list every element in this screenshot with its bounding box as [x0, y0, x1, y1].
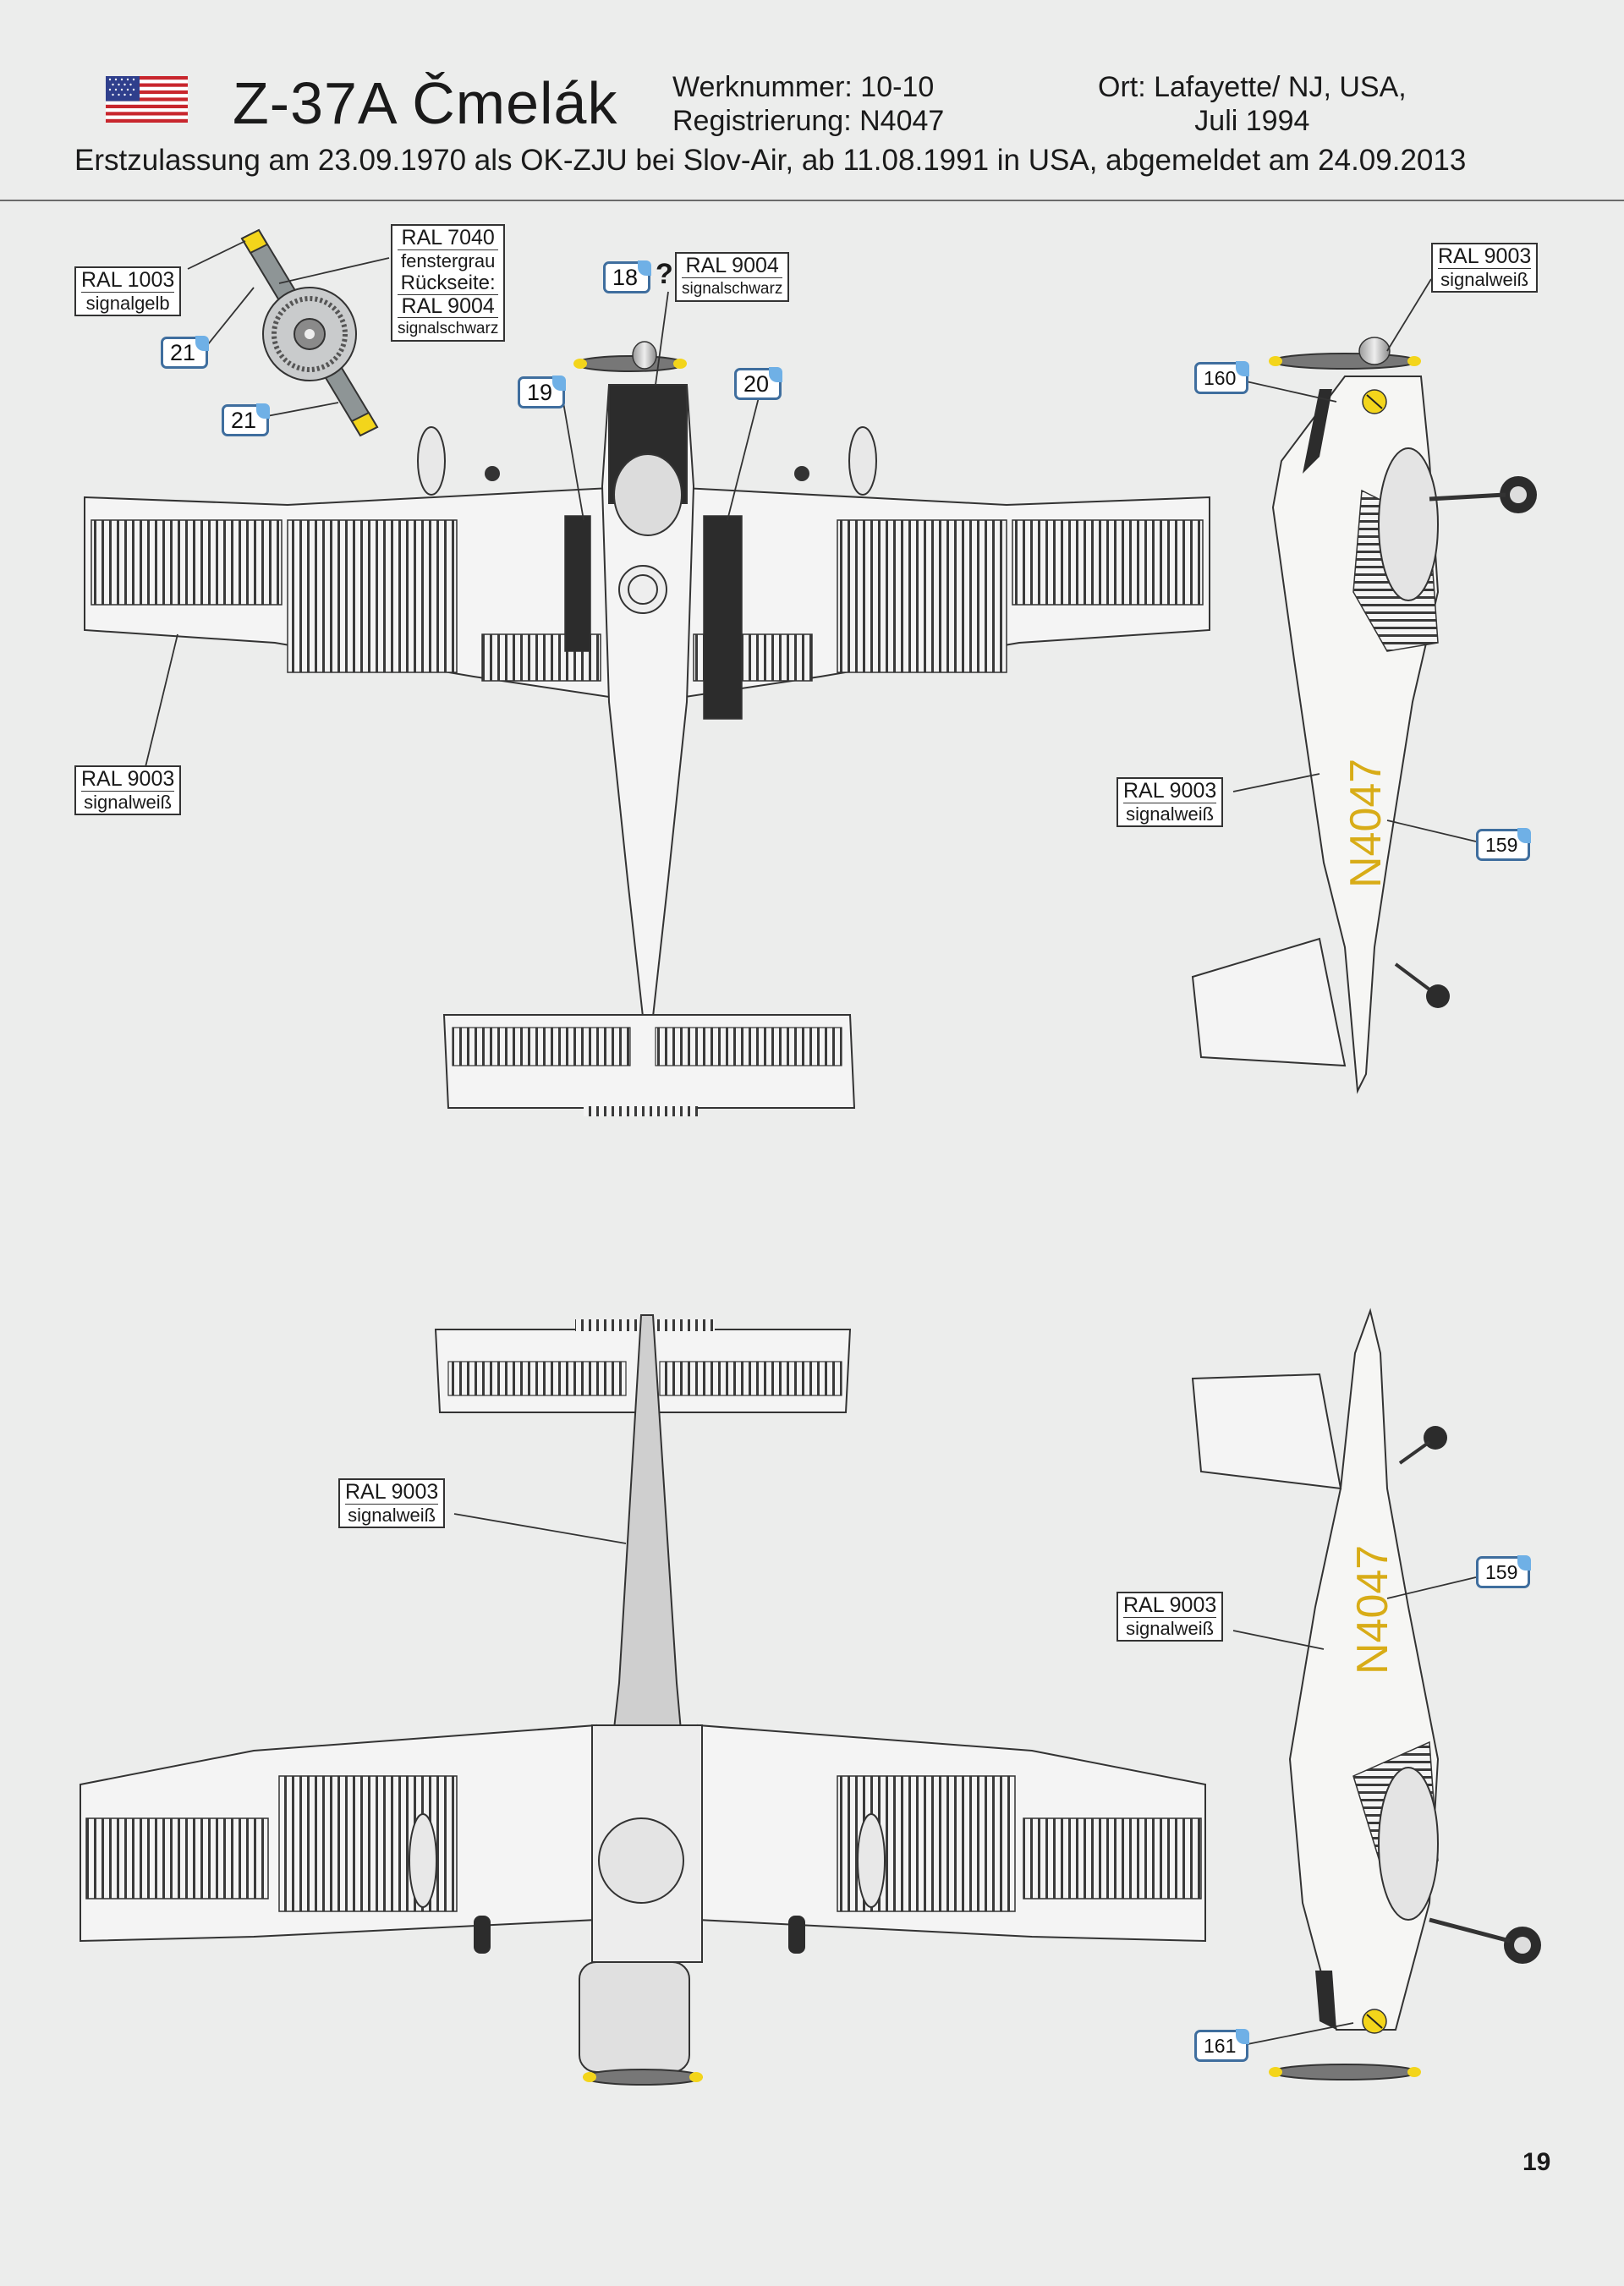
werknummer-text: Werknummer: 10-10: [672, 71, 935, 103]
ral-code: RAL 9003: [81, 767, 175, 791]
ral-code: RAL 7040: [401, 226, 495, 249]
ral-code: RAL 1003: [81, 268, 175, 292]
registration-mark-lower: N4047: [1348, 1545, 1397, 1675]
ral-code: RAL 9003: [1123, 779, 1217, 803]
ral9003-label-side-fuselage: RAL 9003 signalweiß: [1116, 777, 1224, 827]
ral9003-label-bottom: RAL 9003 signalweiß: [338, 1478, 446, 1528]
ral-name: signalweiß: [81, 791, 175, 814]
ral-code: RAL 9003: [1438, 244, 1532, 268]
ral7040-label: RAL 7040 fenstergrau Rückseite: RAL 9004…: [391, 224, 506, 342]
serial-registration-block: Werknummer: 10-10 Registrierung: N4047: [672, 70, 944, 138]
ral-name: signalgelb: [81, 292, 175, 315]
date-text: Juli 1994: [1194, 105, 1310, 137]
page-title: Z-37A Čmelák: [233, 70, 618, 136]
location-text: Ort: Lafayette/ NJ, USA,: [1098, 71, 1407, 103]
ral-code: RAL 9004: [685, 254, 779, 277]
decal-tag-19: 19: [518, 376, 567, 408]
ral-name: fenstergrau: [398, 249, 499, 272]
side-view-upper: [1191, 337, 1537, 1094]
ral-name: signalweiß: [1123, 803, 1217, 825]
decal-tag-161: 161: [1194, 2029, 1250, 2062]
ral-name: signalweiß: [345, 1504, 439, 1527]
ral9003-label-side-prop: RAL 9003 signalweiß: [1431, 243, 1539, 293]
ral-name: signalschwarz: [682, 277, 783, 300]
top-view: [84, 341, 1210, 1116]
decal-tag-18: 18: [603, 260, 652, 293]
question-mark: ?: [656, 258, 673, 290]
page-number: 19: [1522, 2148, 1551, 2176]
decal-tag-160: 160: [1194, 361, 1250, 394]
history-line: Erstzulassung am 23.09.1970 als OK-ZJU b…: [74, 144, 1467, 177]
header-divider: [0, 200, 1624, 201]
decal-tag-159-lower: 159: [1476, 1555, 1532, 1588]
ral-code: RAL 9003: [345, 1480, 439, 1504]
ral-code: RAL 9003: [1123, 1593, 1217, 1617]
side-view-lower: [1191, 1307, 1541, 2080]
usa-flag-icon: [106, 76, 188, 123]
ral-name-reverse: signalschwarz: [398, 317, 499, 340]
ral9003-label-wing: RAL 9003 signalweiß: [74, 765, 182, 815]
decal-tag-21-lower: 21: [222, 403, 271, 436]
ral1003-label: RAL 1003 signalgelb: [74, 266, 182, 316]
decal-tag-20: 20: [734, 367, 783, 400]
reverse-side-note: Rückseite:: [400, 271, 496, 294]
decal-tag-21-upper: 21: [161, 336, 210, 369]
registration-mark-upper: N4047: [1341, 759, 1391, 888]
propeller-detail: [240, 228, 379, 437]
registrierung-text: Registrierung: N4047: [672, 105, 945, 137]
decal-tag-159-upper: 159: [1476, 828, 1532, 861]
ral-name: signalweiß: [1438, 268, 1532, 291]
leader-lines: [143, 240, 1477, 2048]
ral-code-reverse: RAL 9004: [398, 294, 499, 317]
bottom-view: [80, 1314, 1206, 2086]
location-block: Ort: Lafayette/ NJ, USA, Juli 1994: [1098, 70, 1407, 138]
ral9004-label: RAL 9004 signalschwarz: [675, 252, 790, 302]
ral9003-label-side-lower: RAL 9003 signalweiß: [1116, 1592, 1224, 1642]
ral-name: signalweiß: [1123, 1617, 1217, 1640]
